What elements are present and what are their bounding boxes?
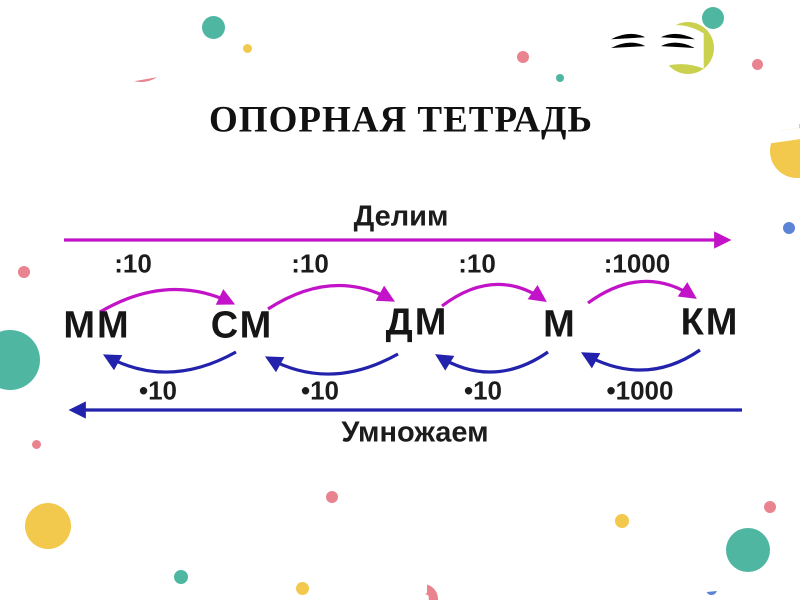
unit-m: М [543,303,577,346]
decor-dot-teal [702,7,724,29]
decor-dot-yellow [296,582,309,595]
divide-arc-cm-dm [267,283,396,311]
decor-circle-teal [726,528,770,572]
multiply-factor-m-dm: •10 [463,375,503,406]
divide-factor-dm-m: :10 [458,248,496,279]
unit-km: КМ [680,301,740,344]
decor-dot-teal [202,16,225,39]
divide-label: Делим [353,200,449,233]
decor-dot-pink [752,59,763,70]
decor-dot-blue [783,222,795,234]
decor-dot-teal [556,74,564,82]
unit-cm: СМ [210,304,274,347]
decor-dot-yellow [243,44,252,53]
divide-factor-m-km: :1000 [603,248,671,279]
divide-factor-mm-cm: :10 [114,248,152,279]
unit-dm: ДМ [385,301,449,344]
decor-dot-yellow [615,514,629,528]
decor-dot-pink [764,501,776,513]
decor-dot-pink [326,491,338,503]
divide-factor-cm-dm: :10 [291,248,329,279]
multiply-arc-m-dm [435,350,549,374]
multiply-arc-cm-mm [102,350,237,374]
decor-dot-pink [18,266,30,278]
multiply-factor-km-m: •1000 [606,375,674,406]
decor-dot-teal [174,570,188,584]
decor-dot-pink [32,440,41,449]
multiply-factor-dm-cm: •10 [300,375,340,406]
slide-title: ОПОРНАЯ ТЕТРАДЬ [209,99,593,141]
divide-arc-mm-cm [99,287,236,314]
decor-dot-pink [517,51,529,63]
multiply-arc-dm-cm [264,352,399,376]
multiply-label: Умножаем [341,416,489,449]
multiply-arc-km-m [580,348,701,372]
divide-arc-m-km [587,279,697,305]
multiply-factor-cm-mm: •10 [138,375,178,406]
unit-mm: ММ [63,304,131,347]
decor-circle-yellow [25,503,71,549]
divide-arc-dm-m [441,282,547,308]
